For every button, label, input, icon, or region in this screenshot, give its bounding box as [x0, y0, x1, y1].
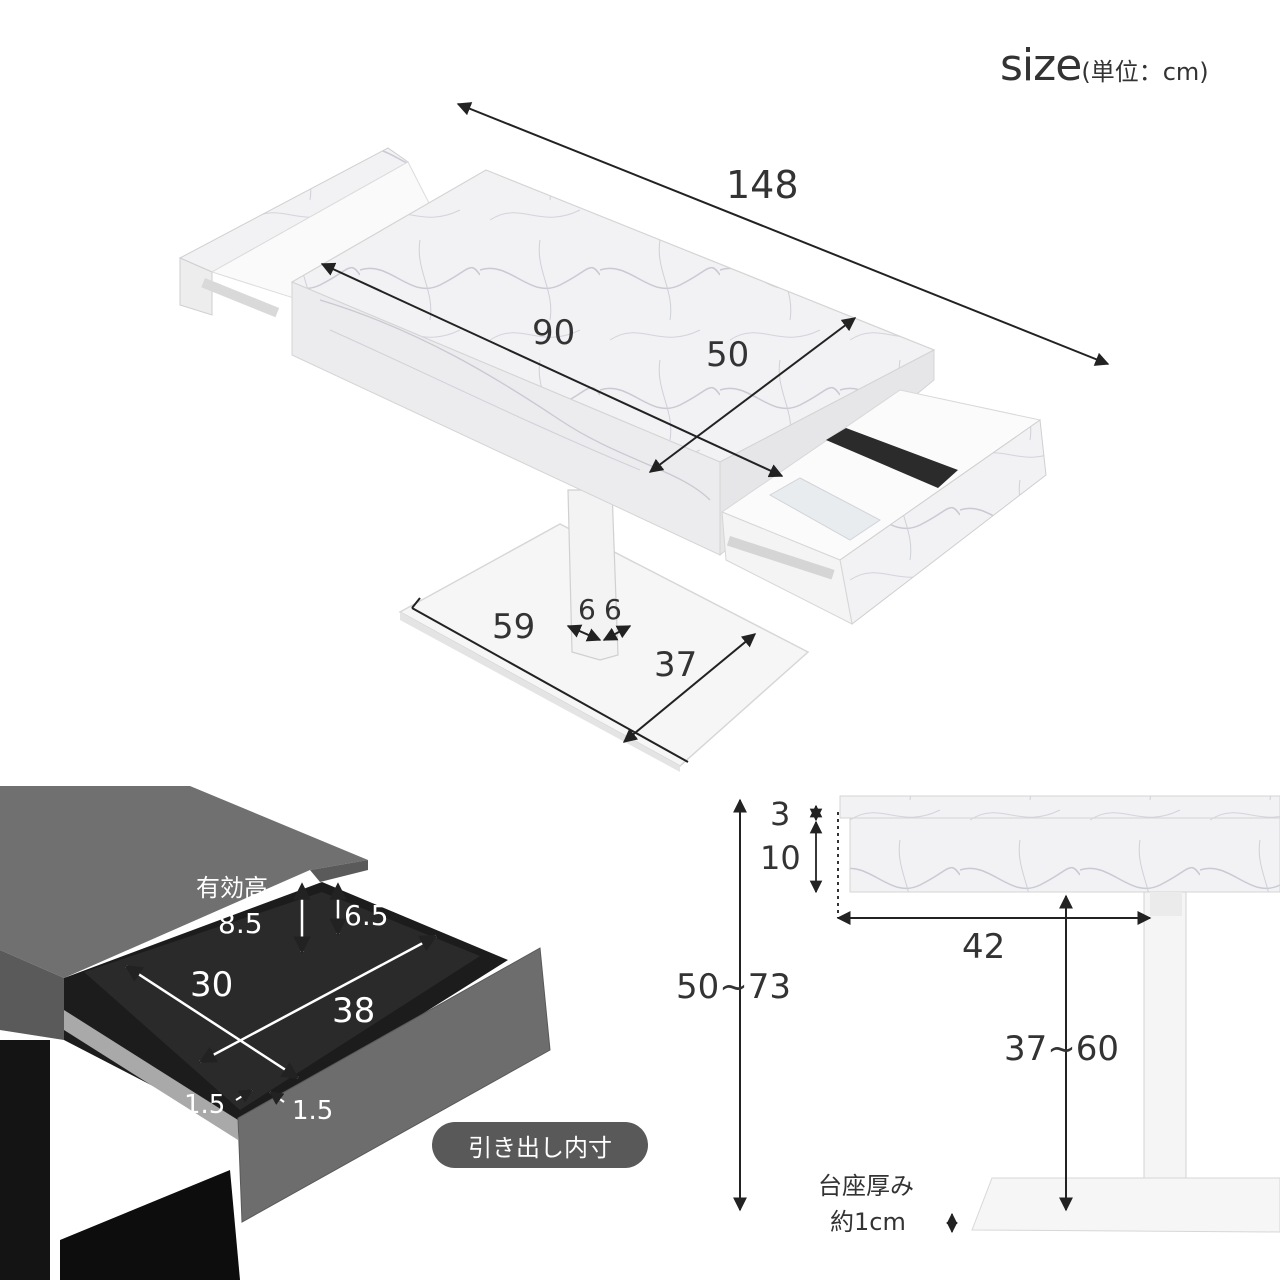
side-base: [971, 1177, 1280, 1233]
paper-in-drawer: [768, 477, 881, 541]
drawer-closeup-illustration: [0, 786, 551, 1280]
side-view-illustration: [837, 795, 1280, 1233]
label-base-thickness: 約1cm: [830, 1208, 906, 1236]
side-drawer: [849, 817, 1280, 893]
label-effective-height-title: 有効高: [196, 874, 268, 902]
label-inner-width: 38: [332, 991, 376, 1031]
pole: [567, 489, 619, 661]
size-title: size(単位：cm): [1000, 40, 1209, 91]
label-top-depth: 42: [962, 927, 1006, 967]
dim-line-pole-b: [602, 625, 632, 641]
label-total-height: 50~73: [676, 967, 792, 1007]
drawer-inner-size-badge: 引き出し内寸: [432, 1122, 648, 1168]
label-drawer-height: 10: [760, 839, 801, 877]
remote-control: [826, 428, 958, 488]
label-clearance: 37~60: [1004, 1029, 1120, 1069]
label-base-depth: 37: [654, 645, 698, 685]
dim-line-pole-a: [566, 624, 602, 642]
dim-line-depth: [648, 317, 857, 473]
label-total-width: 148: [726, 163, 799, 207]
label-inner-depth: 30: [190, 965, 234, 1005]
label-depth: 50: [706, 335, 750, 375]
label-pole-b: 6: [604, 593, 622, 626]
size-title-text: size: [1000, 40, 1082, 91]
label-base-width: 59: [492, 607, 536, 647]
side-pole: [1143, 891, 1187, 1193]
label-top-width: 90: [532, 313, 576, 353]
label-inner-height: 6.5: [344, 899, 389, 932]
drawer-front: [237, 947, 551, 1223]
label-side-right: 1.5: [292, 1096, 334, 1126]
side-top: [839, 795, 1280, 819]
label-top-thickness: 3: [770, 795, 791, 833]
dim-line-base-depth: [622, 633, 757, 743]
dim-line-inner-width: [198, 934, 438, 1064]
label-pole-a: 6: [578, 593, 596, 626]
size-unit-text: (単位：cm): [1081, 58, 1209, 86]
label-base-thickness-title: 台座厚み: [818, 1172, 914, 1200]
dim-line-total-width: [456, 102, 1110, 366]
label-side-left: 1.5: [184, 1090, 226, 1120]
main-table-illustration: [178, 147, 1047, 772]
stone-tabletop: [0, 786, 368, 978]
label-effective-height: 8.5: [218, 907, 263, 940]
